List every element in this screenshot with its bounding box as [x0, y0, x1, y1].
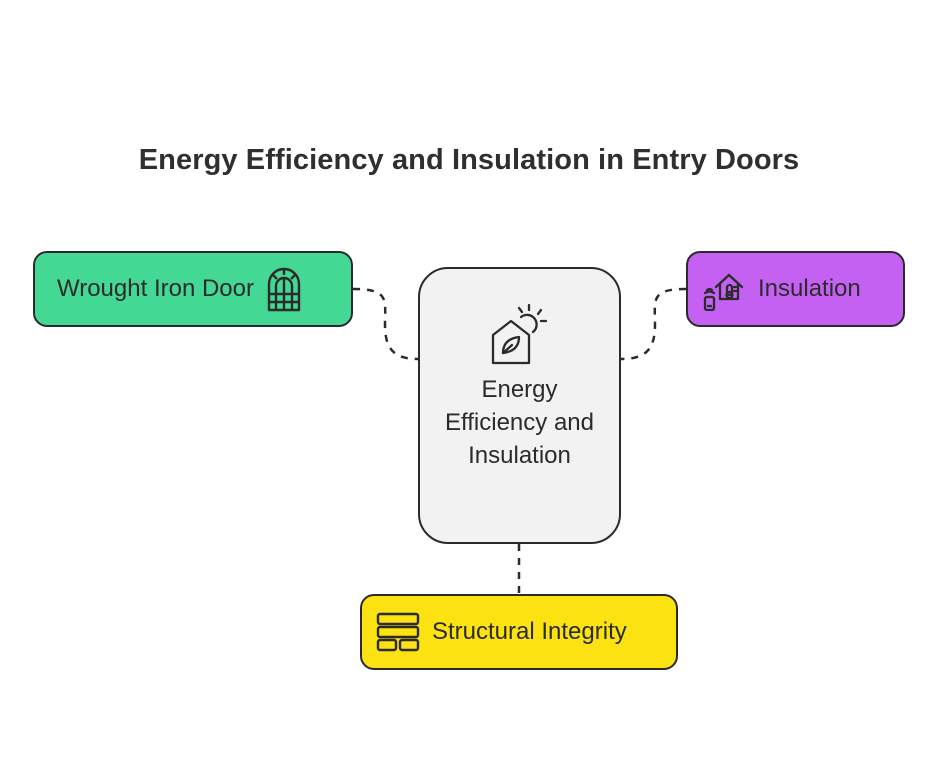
connector-left [352, 287, 419, 361]
layered-panel-icon [376, 612, 420, 652]
node-label: Structural Integrity [432, 618, 627, 645]
node-wrought-iron-door: Wrought Iron Door [33, 251, 353, 327]
node-label: Wrought Iron Door [57, 275, 254, 302]
diagram-title: Energy Efficiency and Insulation in Entr… [138, 144, 800, 176]
center-node: Energy Efficiency and Insulation [418, 267, 621, 544]
node-structural-integrity: Structural Integrity [360, 594, 678, 670]
smart-home-thermostat-icon [702, 267, 746, 311]
node-insulation: Insulation [686, 251, 905, 327]
arched-door-icon [266, 266, 302, 312]
center-label: Energy Efficiency and Insulation [445, 376, 594, 469]
eco-house-sun-icon [485, 303, 555, 365]
node-label: Insulation [758, 275, 861, 302]
connector-right [620, 287, 687, 361]
